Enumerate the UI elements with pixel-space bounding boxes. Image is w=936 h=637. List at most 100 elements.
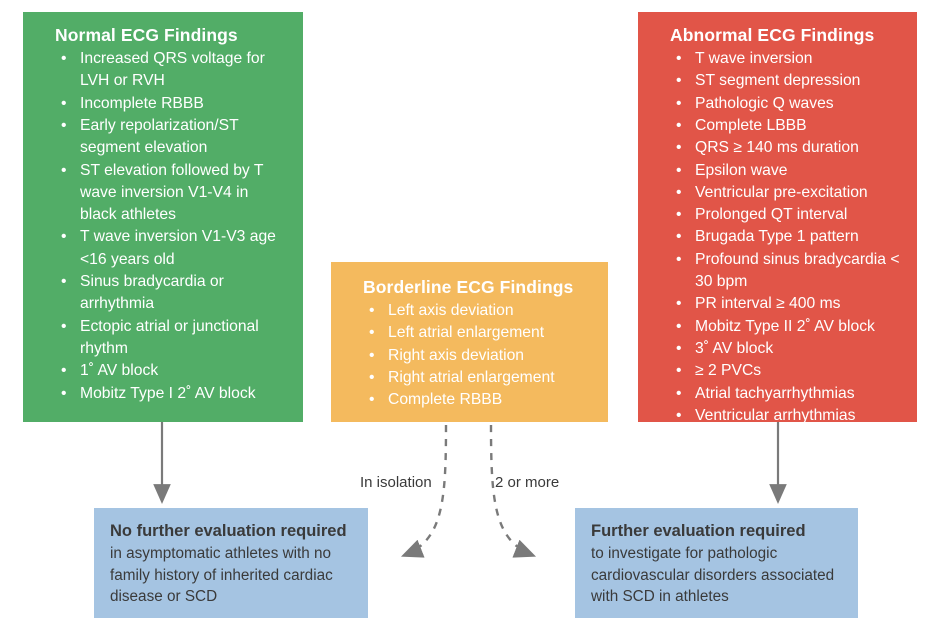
bullet-icon: •	[676, 228, 682, 246]
bullet-icon: •	[61, 94, 67, 112]
list-item: • Atrial tachyarrhythmias	[670, 383, 903, 405]
list-item: • Complete RBBB	[363, 389, 594, 411]
abnormal-findings-title: Abnormal ECG Findings	[670, 25, 875, 45]
list-item: • Left axis deviation	[363, 300, 594, 322]
list-item: • Pathologic Q waves	[670, 93, 903, 115]
list-item: • ST elevation followed by T wave invers…	[55, 160, 289, 227]
outcome-further-evaluation-card: Further evaluation required to investiga…	[575, 508, 858, 618]
bullet-icon: •	[676, 72, 682, 90]
bullet-icon: •	[61, 161, 67, 179]
list-item: • T wave inversion V1-V3 age <16 years o…	[55, 226, 289, 271]
list-item: • Incomplete RBBB	[55, 93, 289, 115]
bullet-icon: •	[61, 273, 67, 291]
list-item-text: Prolonged QT interval	[695, 206, 848, 224]
list-item: • Sinus bradycardia or arrhythmia	[55, 271, 289, 316]
list-item-text: Pathologic Q waves	[695, 94, 834, 112]
list-item-text: Left axis deviation	[388, 302, 514, 320]
bullet-icon: •	[369, 302, 375, 320]
bullet-icon: •	[61, 50, 67, 68]
outcome-right-body: to investigate for pathologic cardiovasc…	[591, 545, 835, 605]
list-item-text: Ectopic atrial or junctional rhythm	[80, 317, 259, 357]
list-item: • Right atrial enlargement	[363, 367, 594, 389]
list-item: • Prolonged QT interval	[670, 204, 903, 226]
list-item: • PR interval ≥ 400 ms	[670, 293, 903, 315]
borderline-findings-list: • Left axis deviation • Left atrial enla…	[363, 300, 594, 411]
bullet-icon: •	[676, 116, 682, 134]
list-item-text: Brugada Type 1 pattern	[695, 228, 859, 246]
bullet-icon: •	[676, 250, 682, 268]
list-item: • ST segment depression	[670, 70, 903, 92]
normal-findings-list: • Increased QRS voltage for LVH or RVH •…	[55, 48, 289, 405]
list-item-text: Complete LBBB	[695, 116, 807, 134]
bullet-icon: •	[676, 317, 682, 335]
bullet-icon: •	[369, 391, 375, 409]
list-item-text: 1˚ AV block	[80, 362, 159, 380]
connector-label-in-isolation: In isolation	[360, 474, 432, 491]
list-item: • Ectopic atrial or junctional rhythm	[55, 316, 289, 361]
list-item: • Mobitz Type II 2˚ AV block	[670, 316, 903, 338]
list-item-text: Mobitz Type I 2˚ AV block	[80, 384, 256, 402]
list-item-text: Left atrial enlargement	[388, 324, 545, 342]
list-item-text: ST elevation followed by T wave inversio…	[80, 161, 264, 224]
list-item-text: QRS ≥ 140 ms duration	[695, 139, 859, 157]
list-item-text: PR interval ≥ 400 ms	[695, 295, 841, 313]
list-item-text: Epsilon wave	[695, 161, 788, 179]
normal-findings-title: Normal ECG Findings	[55, 25, 238, 45]
bullet-icon: •	[369, 324, 375, 342]
bullet-icon: •	[61, 384, 67, 402]
bullet-icon: •	[676, 139, 682, 157]
list-item-text: Profound sinus bradycardia < 30 bpm	[695, 250, 900, 291]
outcome-left-title: No further evaluation required	[110, 522, 347, 540]
list-item-text: Incomplete RBBB	[80, 94, 204, 112]
list-item-text: Sinus bradycardia or arrhythmia	[80, 273, 224, 313]
bullet-icon: •	[369, 346, 375, 364]
borderline-ecg-findings-card: Borderline ECG Findings • Left axis devi…	[331, 262, 608, 422]
list-item: • Epsilon wave	[670, 160, 903, 182]
list-item: • 3˚ AV block	[670, 338, 903, 360]
list-item-text: Right axis deviation	[388, 346, 525, 364]
list-item: • Ventricular pre-excitation	[670, 182, 903, 204]
list-item: • Complete LBBB	[670, 115, 903, 137]
bullet-icon: •	[676, 94, 682, 112]
borderline-findings-title: Borderline ECG Findings	[363, 277, 574, 297]
list-item: • Early repolarization/ST segment elevat…	[55, 115, 289, 160]
list-item-text: ≥ 2 PVCs	[695, 362, 762, 380]
bullet-icon: •	[61, 116, 67, 134]
bullet-icon: •	[676, 295, 682, 313]
list-item-text: T wave inversion	[695, 50, 813, 68]
bullet-icon: •	[61, 228, 67, 246]
list-item: • Mobitz Type I 2˚ AV block	[55, 383, 289, 405]
list-item-text: 3˚ AV block	[695, 339, 774, 357]
list-item: • Profound sinus bradycardia < 30 bpm	[670, 249, 903, 294]
list-item-text: Complete RBBB	[388, 391, 503, 409]
abnormal-ecg-findings-card: Abnormal ECG Findings • T wave inversion…	[638, 12, 917, 424]
bullet-icon: •	[61, 317, 67, 335]
bullet-icon: •	[676, 339, 682, 357]
list-item: • 1˚ AV block	[55, 360, 289, 382]
list-item-text: Atrial tachyarrhythmias	[695, 384, 855, 402]
list-item: • ≥ 2 PVCs	[670, 360, 903, 382]
connector-label-two-or-more: 2 or more	[495, 474, 560, 491]
list-item-text: Right atrial enlargement	[388, 368, 555, 386]
list-item-text: ST segment depression	[695, 72, 861, 90]
outcome-no-further-evaluation-card: No further evaluation required in asympt…	[94, 508, 368, 618]
list-item-text: Increased QRS voltage for LVH or RVH	[80, 50, 265, 90]
list-item: • Ventricular arrhythmias	[670, 405, 903, 427]
list-item: • Brugada Type 1 pattern	[670, 226, 903, 248]
list-item: • Increased QRS voltage for LVH or RVH	[55, 48, 289, 93]
bullet-icon: •	[676, 362, 682, 380]
list-item-text: Mobitz Type II 2˚ AV block	[695, 317, 875, 335]
bullet-icon: •	[61, 362, 67, 380]
outcome-left-body: in asymptomatic athletes with no family …	[110, 545, 333, 605]
outcome-right-title: Further evaluation required	[591, 522, 806, 540]
list-item-text: Early repolarization/ST segment elevatio…	[80, 116, 239, 157]
list-item-text: T wave inversion V1-V3 age <16 years old	[80, 228, 276, 268]
normal-ecg-findings-card: Normal ECG Findings • Increased QRS volt…	[23, 12, 303, 422]
bullet-icon: •	[676, 50, 682, 68]
list-item: • T wave inversion	[670, 48, 903, 70]
bullet-icon: •	[676, 406, 682, 424]
bullet-icon: •	[676, 206, 682, 224]
list-item: • Right axis deviation	[363, 345, 594, 367]
list-item: • QRS ≥ 140 ms duration	[670, 137, 903, 159]
